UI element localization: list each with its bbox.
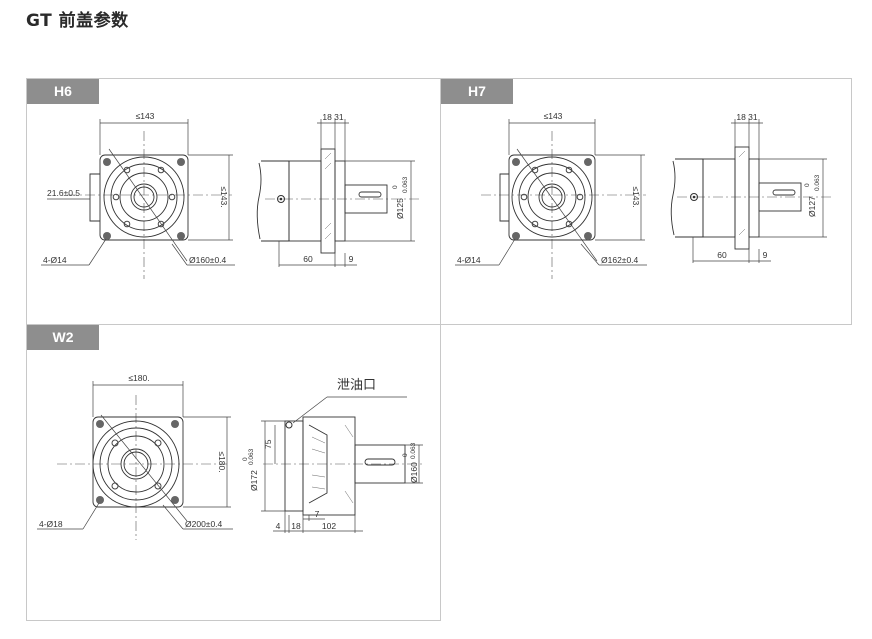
- h7-side-view: 18 31 60 9 Ø127 0 0.063: [670, 112, 833, 263]
- w2-tol-down: 0.063: [410, 442, 417, 459]
- h7-holes-label: 4-Ø14: [457, 255, 481, 265]
- h7-width-dim: ≤143: [544, 111, 563, 121]
- h7-pilot-dia: Ø127: [807, 196, 817, 217]
- panel-tab-h6: H6: [27, 79, 99, 104]
- h6-tol-up: 0: [392, 185, 399, 189]
- w2-dim-7: 7: [315, 509, 320, 519]
- w2-drain-label: 泄油口: [337, 377, 376, 392]
- panel-h7: H7 ≤143: [440, 78, 852, 325]
- panel-tab-h7: H7: [441, 79, 513, 104]
- w2-height-dim: ≤180.: [217, 451, 227, 472]
- w2-height-small: 75: [263, 439, 273, 449]
- h7-front-view: ≤143 ≤143. 4-Ø14 Ø162±0.4: [455, 111, 647, 279]
- w2-dim-102: 102: [322, 521, 336, 531]
- h6-holes-label: 4-Ø14: [43, 255, 67, 265]
- panel-w2: W2 ≤180. ≤180.: [26, 324, 441, 621]
- h6-tol-down: 0.063: [402, 176, 409, 193]
- w2-width-dim: ≤180.: [128, 373, 149, 383]
- h6-pilot-dia: Ø125: [395, 198, 405, 219]
- w2-pilot-dia: Ø160: [409, 462, 419, 483]
- w2-drawing: ≤180. ≤180. 4-Ø18 Ø200±0.4: [37, 373, 423, 540]
- h7-height-dim: ≤143.: [631, 186, 641, 207]
- w2-tol-up: 0: [402, 453, 409, 457]
- h6-front-view: ≤143 ≤143. 21.6±0.5 4-Ø14 Ø160±0.4: [41, 111, 235, 279]
- h7-bottom-right: 9: [763, 250, 768, 260]
- h7-tol-up: 0: [804, 183, 811, 187]
- h6-offset-dim: 21.6±0.5: [47, 188, 80, 198]
- h6-bottom-right: 9: [349, 254, 354, 264]
- w2-dim-4: 4: [276, 521, 281, 531]
- w2-front-view: ≤180. ≤180. 4-Ø18 Ø200±0.4: [37, 373, 233, 540]
- h6-height-dim: ≤143.: [219, 186, 229, 207]
- w2-pcd-label: Ø200±0.4: [185, 519, 223, 529]
- h6-side-view: 18 31 60 9 Ø125 0 0.063: [256, 112, 422, 267]
- h7-top-dims: 18 31: [736, 112, 758, 122]
- w2-dim-18: 18: [291, 521, 301, 531]
- w2-holes-label: 4-Ø18: [39, 519, 63, 529]
- h6-bottom-left: 60: [303, 254, 313, 264]
- h7-bottom-left: 60: [717, 250, 727, 260]
- w2-side-view: 泄油口 Ø172 0 0.063 75 Ø160 0 0.063 4: [242, 377, 423, 533]
- h6-top-dims: 18 31: [322, 112, 344, 122]
- h7-tol-down: 0.063: [814, 174, 821, 191]
- h7-drawing: ≤143 ≤143. 4-Ø14 Ø162±0.4: [455, 111, 833, 279]
- h6-drawing: ≤143 ≤143. 21.6±0.5 4-Ø14 Ø160±0.4: [41, 111, 422, 279]
- h6-pcd-label: Ø160±0.4: [189, 255, 227, 265]
- panel-h6: H6 ≤143: [26, 78, 441, 325]
- w2-inner-tol-up: 0: [242, 457, 249, 461]
- w2-inner-dia: Ø172: [249, 470, 259, 491]
- w2-inner-tol-down: 0.063: [248, 448, 255, 465]
- page-title: GT 前盖参数: [26, 11, 129, 31]
- panel-tab-w2: W2: [27, 325, 99, 350]
- h6-width-dim: ≤143: [136, 111, 155, 121]
- h7-pcd-label: Ø162±0.4: [601, 255, 639, 265]
